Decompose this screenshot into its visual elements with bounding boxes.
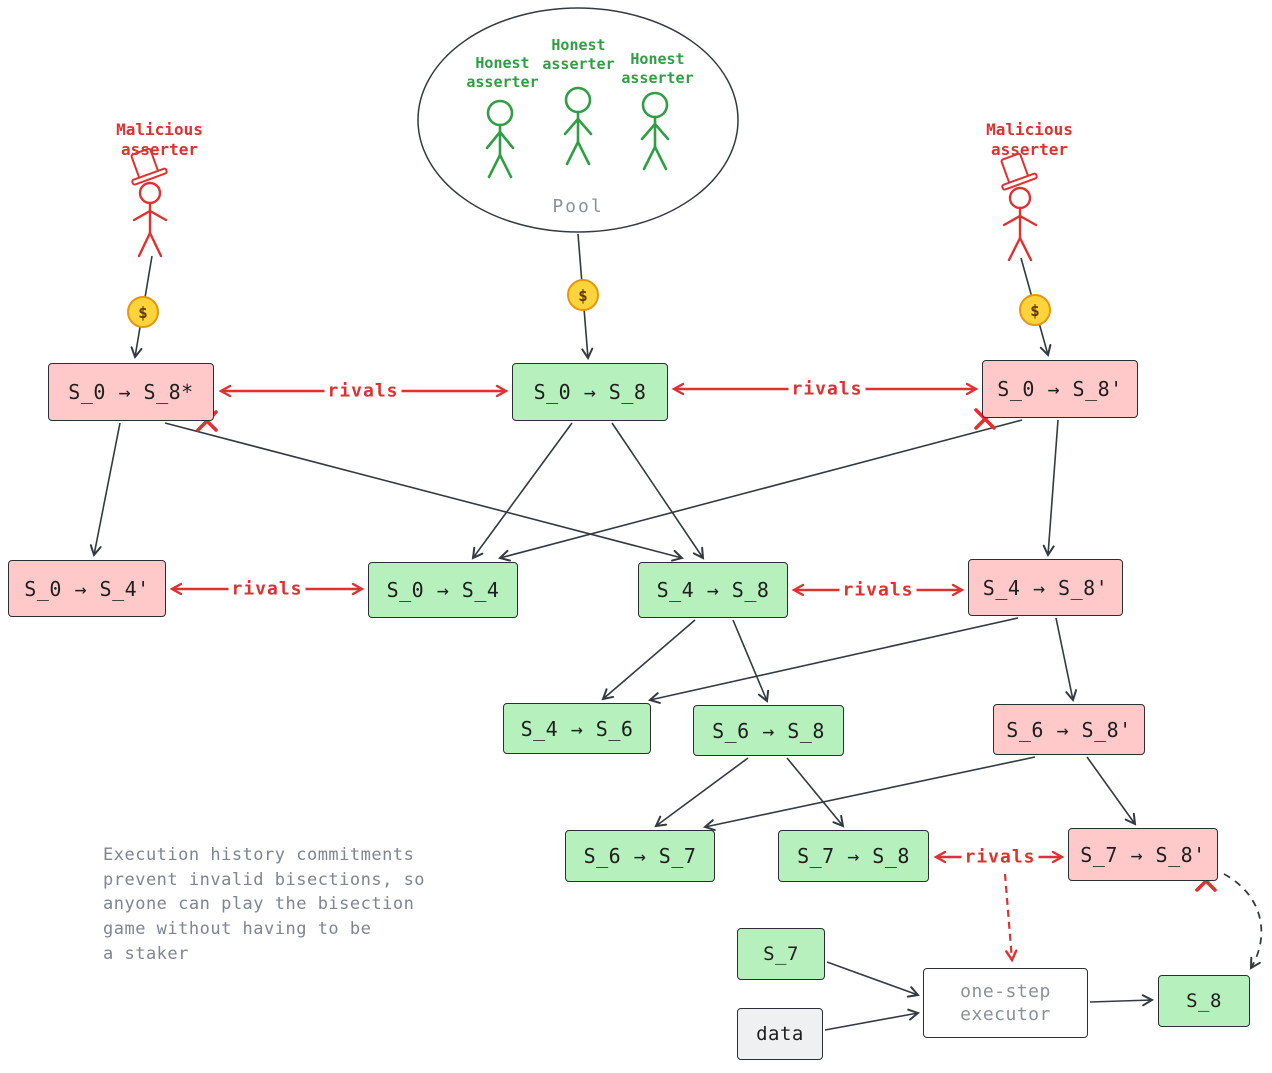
node-s4-s6: S_4 → S_6 [503,703,651,754]
node-s7-s8-prime: S_7 → S_8' [1068,828,1218,881]
rivals-label: rivals [228,578,306,600]
explanation-note: Execution history commitments prevent in… [103,845,426,964]
honest-asserter-icon [640,91,670,171]
stake-coin-icon: $ [1019,294,1051,326]
node-s0-s8-star: S_0 → S_8* [48,363,214,421]
honest-asserter-label: Honest asserter [621,50,694,87]
honest-asserter-label: Honest asserter [542,36,615,73]
malicious-asserter-icon [130,147,168,258]
node-s0-s4-prime: S_0 → S_4' [8,560,166,617]
honest-asserter-label: Honest asserter [466,54,539,91]
node-s8-result: S_8 [1158,975,1250,1027]
node-s0-s4: S_0 → S_4 [368,562,518,618]
stake-coin-icon: $ [127,296,159,328]
rivals-label: rivals [839,579,917,601]
dispute-to-executor-arrow [1003,873,1018,963]
rivals-label: rivals [788,378,866,400]
rivals-label: rivals [961,846,1039,868]
node-s7-s8: S_7 → S_8 [778,830,929,882]
malicious-asserter-label: Malicious asserter [116,120,203,159]
refuted-claim-curve-arrow [1223,873,1263,970]
malicious-asserter-icon [1000,152,1038,262]
node-s4-s8-prime: S_4 → S_8' [968,559,1123,616]
pool-label: Pool [552,196,604,217]
node-data: data [737,1008,823,1060]
node-s7-state: S_7 [737,928,825,980]
node-s6-s8: S_6 → S_8 [693,705,844,756]
honest-asserter-icon [485,99,515,179]
node-s0-s8-prime: S_0 → S_8' [982,360,1138,418]
stake-coin-icon: $ [567,279,599,311]
pool-ellipse [417,7,739,233]
honest-asserter-icon [563,86,593,166]
node-s6-s7: S_6 → S_7 [565,830,715,882]
node-s0-s8: S_0 → S_8 [512,363,668,421]
node-s4-s8: S_4 → S_8 [638,562,788,618]
node-s6-s8-prime: S_6 → S_8' [993,704,1145,755]
rivals-label: rivals [324,380,402,402]
malicious-asserter-label: Malicious asserter [986,120,1073,159]
one-step-executor-box: one-step executor [923,968,1088,1038]
flow-arrows [89,233,1155,1031]
